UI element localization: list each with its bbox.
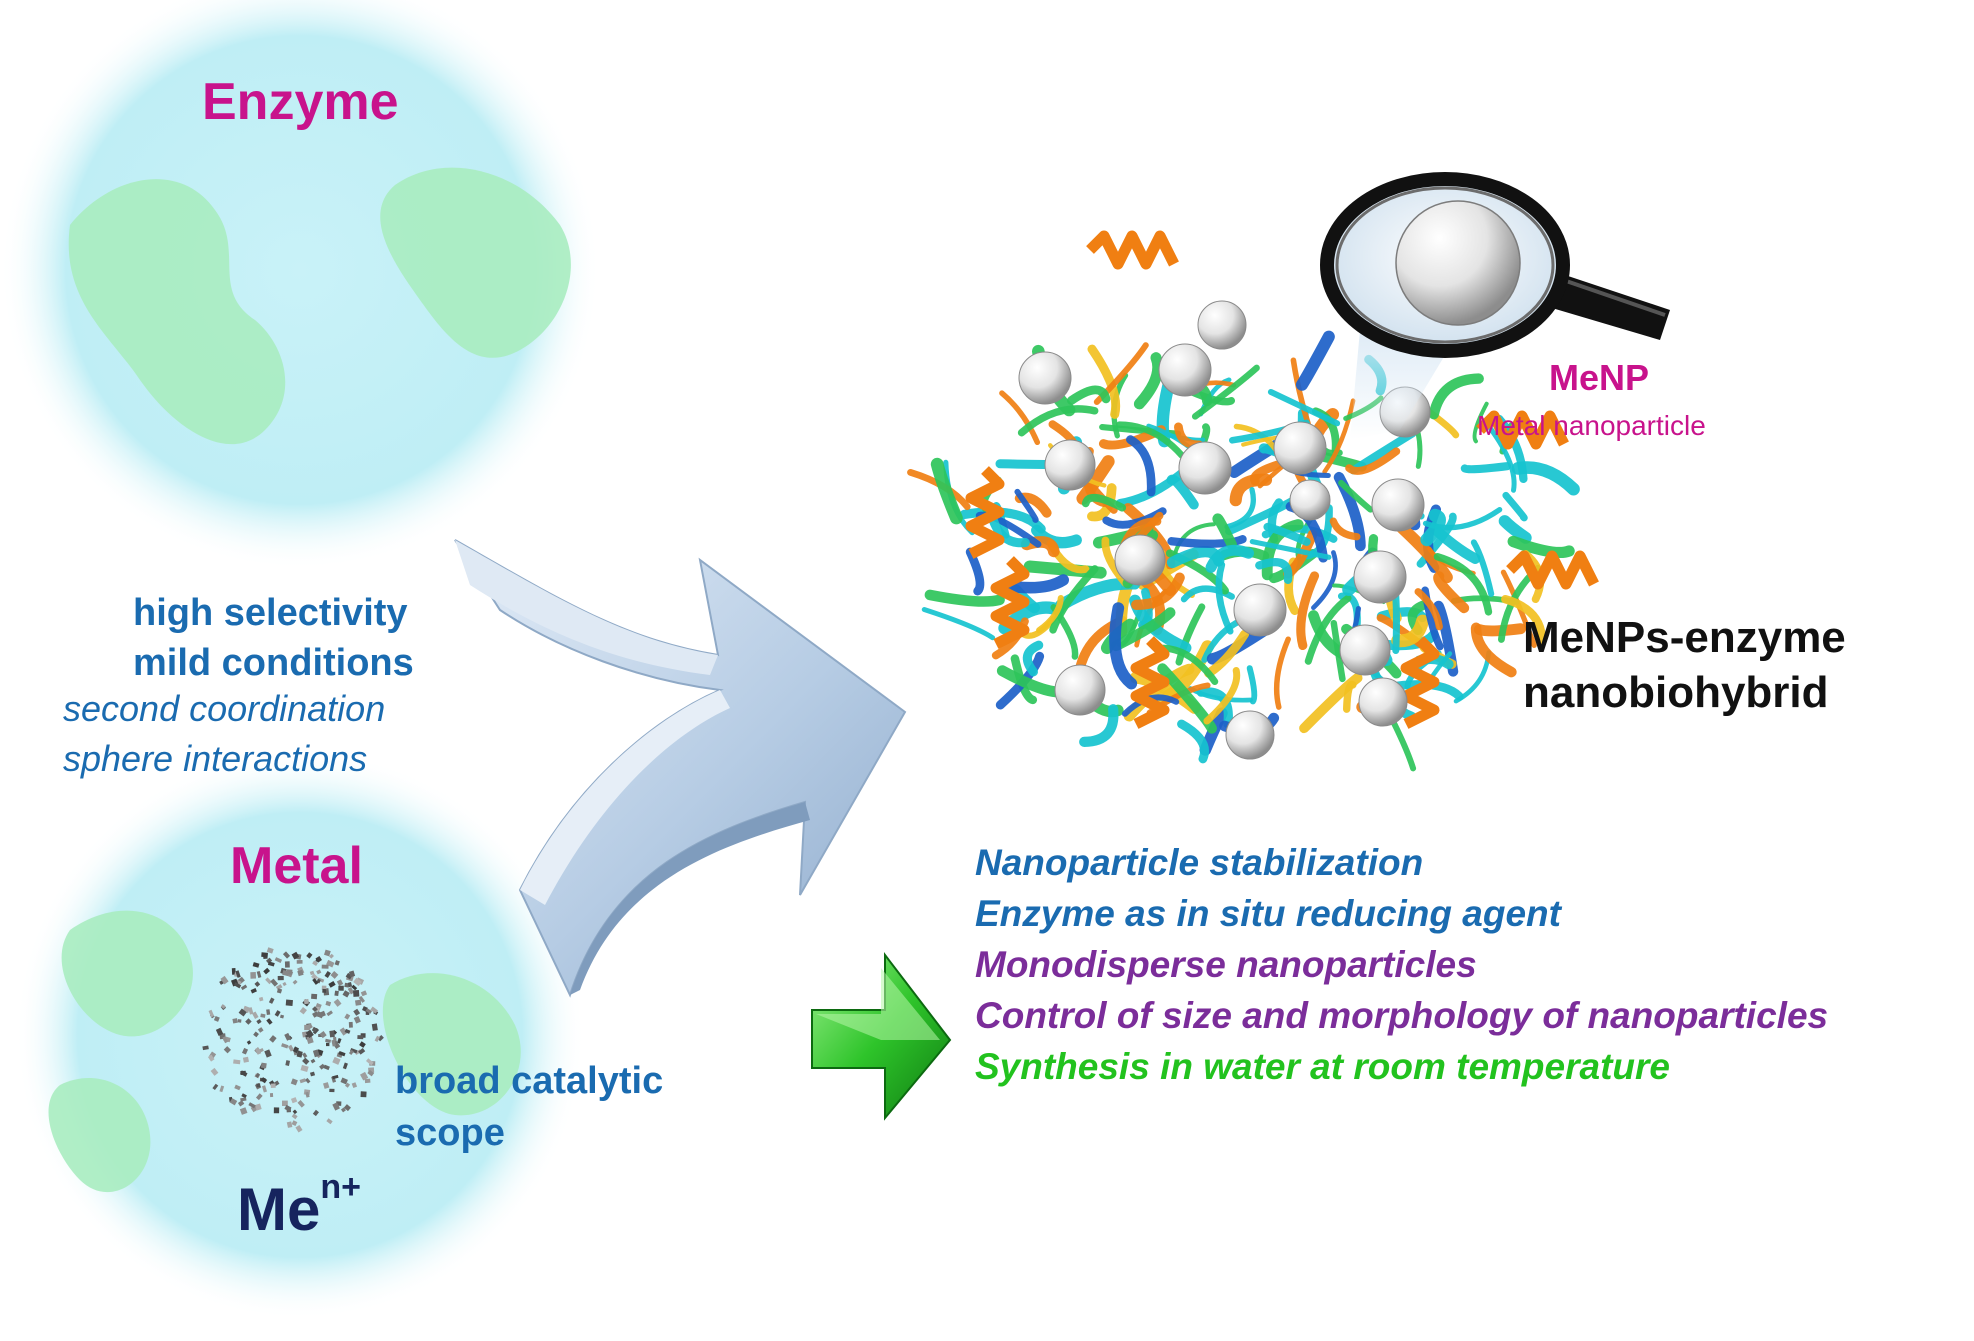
enzyme-globe-title: Enzyme xyxy=(202,73,399,131)
advantage-item: Nanoparticle stabilization xyxy=(975,842,1424,883)
merging-arrow-icon xyxy=(454,539,907,998)
advantage-item: Enzyme as in situ reducing agent xyxy=(975,893,1561,934)
metal-ion-label: Men+ xyxy=(237,1168,361,1243)
metal-globe xyxy=(15,750,585,1320)
advantage-item: Synthesis in water at room temperature xyxy=(975,1046,1670,1087)
magnifier-icon xyxy=(1320,172,1670,440)
enzyme-property-sphere: sphere interactions xyxy=(63,738,368,779)
hybrid-label-line2: nanobiohybrid xyxy=(1523,668,1829,717)
metal-property-scope-line1: broad catalytic xyxy=(395,1060,664,1102)
enzyme-property-coordination: second coordination xyxy=(63,688,386,729)
advantage-item: Control of size and morphology of nanopa… xyxy=(975,995,1829,1036)
metal-globe-title: Metal xyxy=(230,837,363,895)
menp-sublabel: Metal nanoparticle xyxy=(1477,410,1706,441)
hybrid-label-line1: MeNPs-enzyme xyxy=(1523,613,1846,662)
enzyme-property-conditions: mild conditions xyxy=(133,642,414,684)
metal-ion-cluster-icon xyxy=(202,947,384,1133)
enzyme-globe xyxy=(0,0,600,570)
menp-label: MeNP xyxy=(1549,357,1650,398)
metal-property-scope-line2: scope xyxy=(395,1112,505,1154)
enzyme-property-selectivity: high selectivity xyxy=(133,592,408,634)
advantage-item: Monodisperse nanoparticles xyxy=(975,944,1477,985)
green-arrow-icon xyxy=(811,952,952,1121)
